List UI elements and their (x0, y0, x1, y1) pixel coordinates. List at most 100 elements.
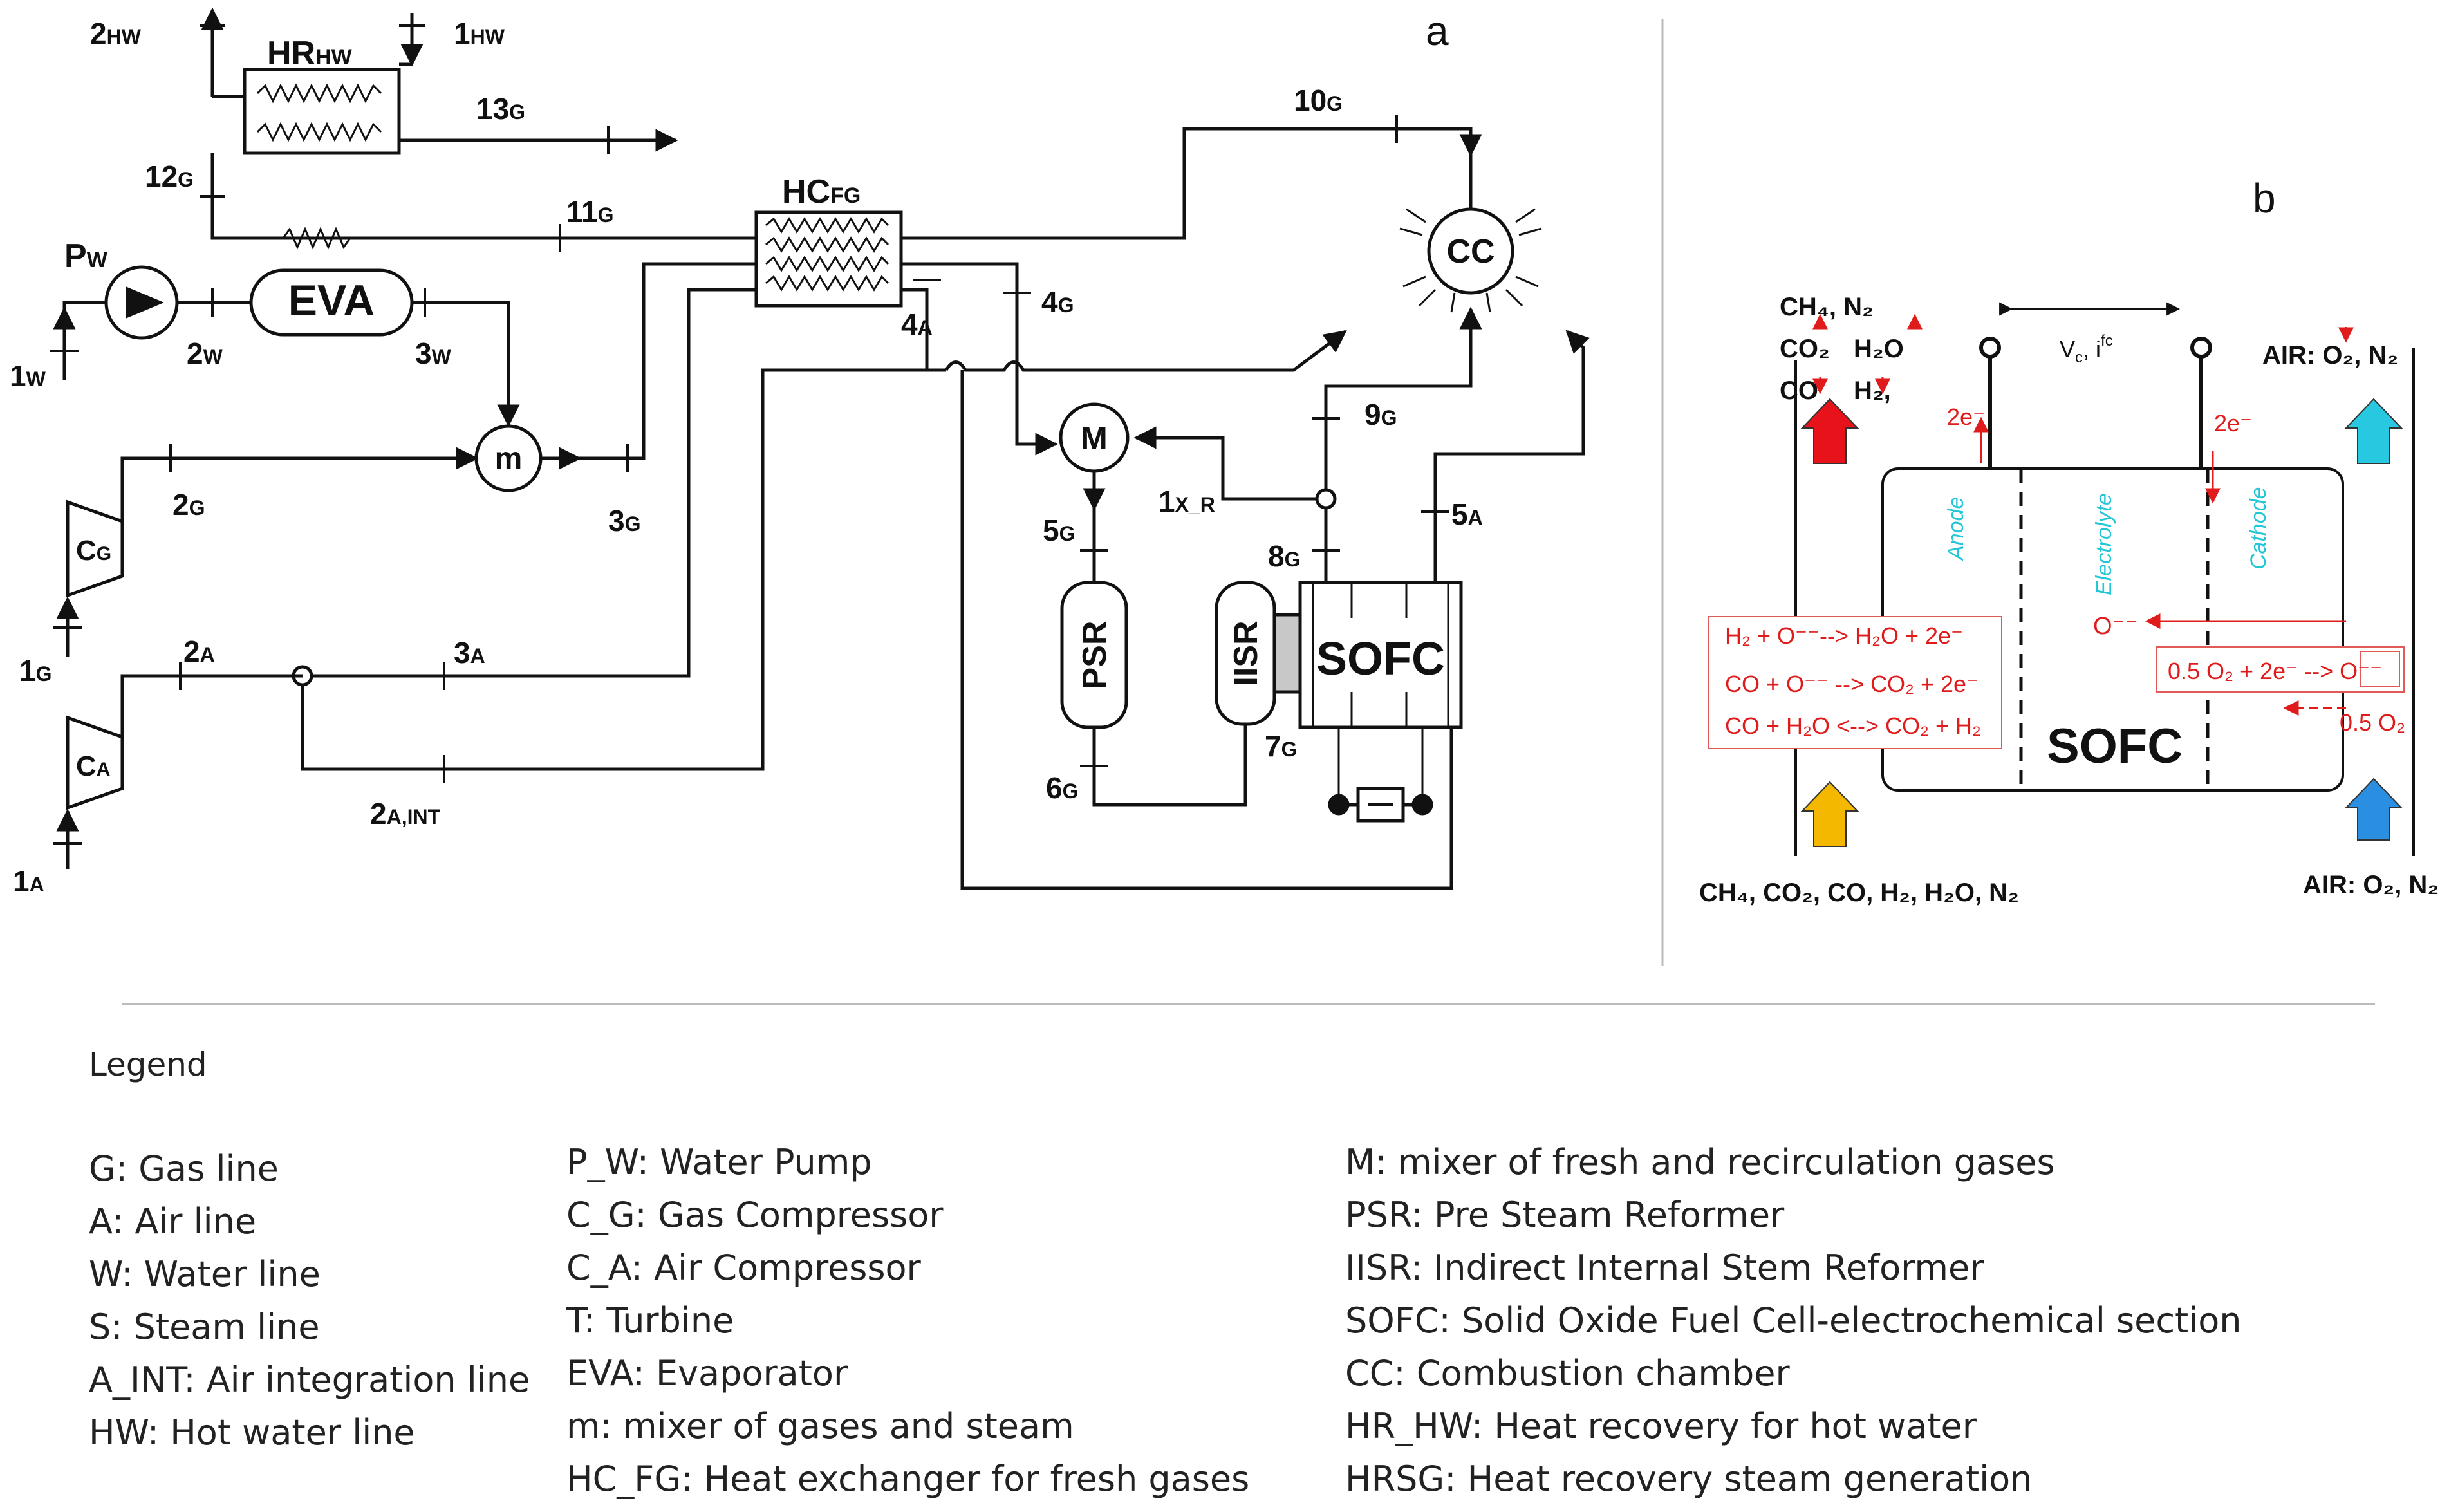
b-reaction-3: CO + H₂O <--> CO₂ + H₂ (1725, 713, 1981, 739)
stream-7g: 7G (1265, 729, 1297, 763)
b-sofc: SOFC (2047, 719, 2183, 774)
yellow-arrow (1800, 781, 1859, 847)
line-3a (303, 288, 756, 678)
legend-item: SOFC: Solid Oxide Fuel Cell-electrochemi… (1345, 1300, 2242, 1341)
stream-1a: 1A (13, 864, 44, 898)
line-4g (901, 262, 1058, 456)
b-reaction-2: CO + O⁻⁻ --> CO₂ + 2e⁻ (1725, 671, 1979, 697)
stream-2a: 2A (183, 635, 215, 668)
stream-1hw: 1HW (454, 17, 505, 50)
legend-item: C_G: Gas Compressor (566, 1195, 944, 1235)
sofc-unit (1298, 581, 1463, 729)
mixer-M-label: M (1081, 420, 1108, 456)
cc-label: CC (1446, 233, 1495, 270)
legend-item: HR_HW: Heat recovery for hot water (1345, 1406, 1977, 1446)
legend-title: Legend (89, 1046, 207, 1083)
panel-a-letter: a (1426, 8, 1449, 54)
line-3w (412, 301, 520, 427)
legend-item: m: mixer of gases and steam (566, 1406, 1074, 1446)
line-2g (120, 447, 479, 521)
stream-3a: 3A (454, 636, 485, 669)
b-o-ion: O⁻⁻ (2093, 613, 2138, 640)
b-voltage: Vc, ifc (2060, 332, 2113, 366)
b-o2-in: 0.5 O₂ (2340, 709, 2405, 736)
line-4a-cross (944, 330, 1347, 372)
legend-item: P_W: Water Pump (566, 1142, 872, 1182)
cyan-arrow (2344, 398, 2403, 464)
stream-2hw: 2HW (90, 17, 142, 50)
air-compressor (66, 715, 124, 810)
line-3g (560, 262, 756, 460)
legend-item: S: Steam line (89, 1307, 320, 1347)
b-top-left-1: CH₄, N₂ (1780, 293, 1874, 321)
line-2a (120, 674, 303, 737)
b-2e-left: 2e⁻ (1947, 404, 1985, 430)
stream-4g: 4G (1041, 285, 1074, 319)
stream-11g: 11G (566, 195, 614, 229)
legend-item: PSR: Pre Steam Reformer (1345, 1195, 1785, 1235)
stream-12g: 12G (145, 160, 194, 193)
legend-item: EVA: Evaporator (566, 1353, 848, 1394)
stream-10g: 10G (1294, 84, 1343, 117)
line-1w (62, 301, 106, 373)
b-reaction-1: H₂ + O⁻⁻--> H₂O + 2e⁻ (1725, 622, 1963, 649)
panel-a: a HRHW HCFG CC (10, 7, 1590, 898)
line-12g (210, 153, 756, 240)
b-top-left-5: H₂, (1854, 377, 1891, 405)
panel-b: b CH₄, N₂ (1699, 175, 2439, 907)
legend-item: IISR: Indirect Internal Stem Reformer (1345, 1247, 1984, 1288)
b-electrolyte: Electrolyte (2092, 493, 2116, 595)
psr-label: PSR (1076, 621, 1113, 690)
hc-fg-label: HCFG (782, 173, 861, 210)
b-air-top: AIR: O₂, N₂ (2262, 341, 2398, 369)
mixer-m-label: m (495, 442, 523, 476)
panel-b-letter: b (2253, 175, 2276, 221)
eva-label: EVA (288, 276, 375, 325)
legend-item: HW: Hot water line (89, 1412, 415, 1453)
legend-column-3: M: mixer of fresh and recirculation gase… (1345, 1136, 2241, 1506)
line-1xr (1133, 426, 1326, 501)
gas-compressor (66, 499, 124, 598)
legend-item: A_INT: Air integration line (89, 1359, 530, 1400)
anode-reaction-box (1708, 616, 2002, 749)
stream-4a: 4A (901, 308, 933, 341)
stream-2w: 2W (187, 337, 223, 370)
line-hc-to-10g (901, 127, 1482, 240)
b-anode: Anode (1944, 497, 1968, 561)
b-top-left-4: CO (1780, 377, 1818, 405)
hr-hw-box (243, 68, 401, 155)
legend-column-1: G: Gas line A: Air line W: Water line S:… (89, 1143, 530, 1459)
b-cathode: Cathode (2246, 487, 2271, 570)
iisr-label: IISR (1227, 621, 1265, 686)
stream-13g: 13G (476, 92, 525, 126)
line-12g-coil (282, 227, 351, 250)
legend-item: T: Turbine (566, 1300, 734, 1341)
b-top-left-3: H₂O (1854, 335, 1904, 363)
stream-9g: 9G (1364, 398, 1397, 431)
line-9g (1324, 306, 1482, 490)
line-5a (1433, 330, 1590, 583)
legend-item: C_A: Air Compressor (566, 1247, 921, 1288)
stream-1xr: 1X_R (1159, 485, 1215, 518)
iisr-coupler (1272, 613, 1302, 694)
b-top-left-2: CO₂ (1780, 335, 1830, 363)
stream-1g: 1G (19, 654, 51, 687)
stream-8g: 8G (1268, 539, 1300, 573)
stream-2g: 2G (172, 488, 205, 521)
legend-item: HC_FG: Heat exchanger for fresh gases (566, 1459, 1250, 1499)
legend-item: G: Gas line (89, 1148, 279, 1189)
b-cathode-reaction: 0.5 O₂ + 2e⁻ --> O⁻⁻ (2168, 658, 2382, 684)
b-air-bottom: AIR: O₂, N₂ (2303, 871, 2439, 899)
legend-item: W: Water line (89, 1254, 321, 1294)
blue-arrow (2344, 778, 2403, 841)
b-2e-right: 2e⁻ (2214, 410, 2252, 436)
b-bottom-left: CH₄, CO₂, CO, H₂, H₂O, N₂ (1699, 879, 2019, 907)
stream-5g: 5G (1043, 514, 1075, 547)
stream-3w: 3W (415, 337, 452, 370)
stream-3g: 3G (608, 504, 640, 537)
legend-item: CC: Combustion chamber (1345, 1353, 1790, 1394)
legend-item: M: mixer of fresh and recirculation gase… (1345, 1142, 2055, 1182)
hr-hw-label: HRHW (267, 35, 353, 72)
line-2aint (301, 368, 946, 771)
